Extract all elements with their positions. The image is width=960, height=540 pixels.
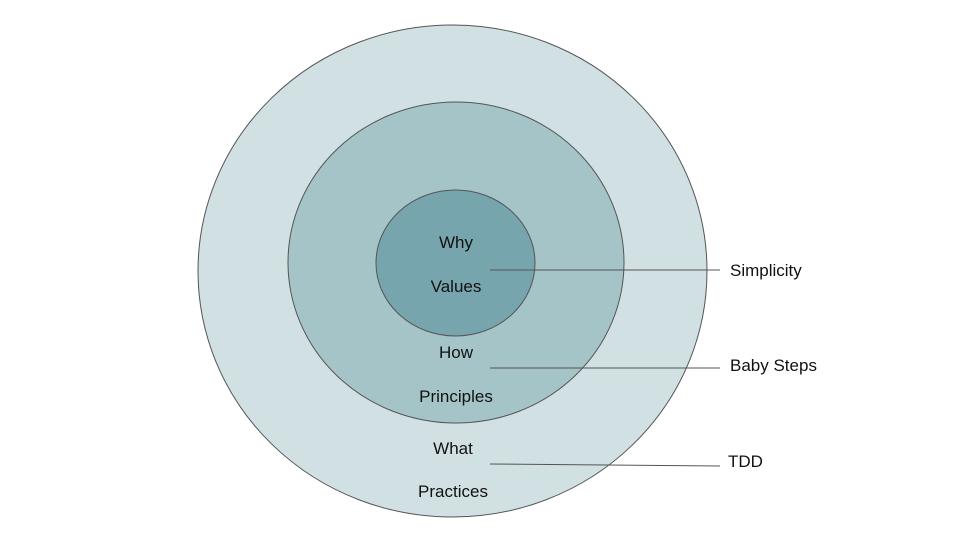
values-label: Values — [431, 277, 482, 296]
principles-label: Principles — [419, 387, 493, 406]
tdd-label: TDD — [728, 452, 763, 471]
tdd-callout-line — [489, 463, 721, 467]
practices-label: Practices — [418, 482, 488, 501]
inner-circle-values — [375, 189, 536, 337]
baby-steps-label: Baby Steps — [730, 356, 817, 375]
what-label: What — [433, 439, 473, 458]
simplicity-label: Simplicity — [730, 261, 802, 280]
why-label: Why — [439, 233, 474, 252]
how-label: How — [439, 343, 474, 362]
